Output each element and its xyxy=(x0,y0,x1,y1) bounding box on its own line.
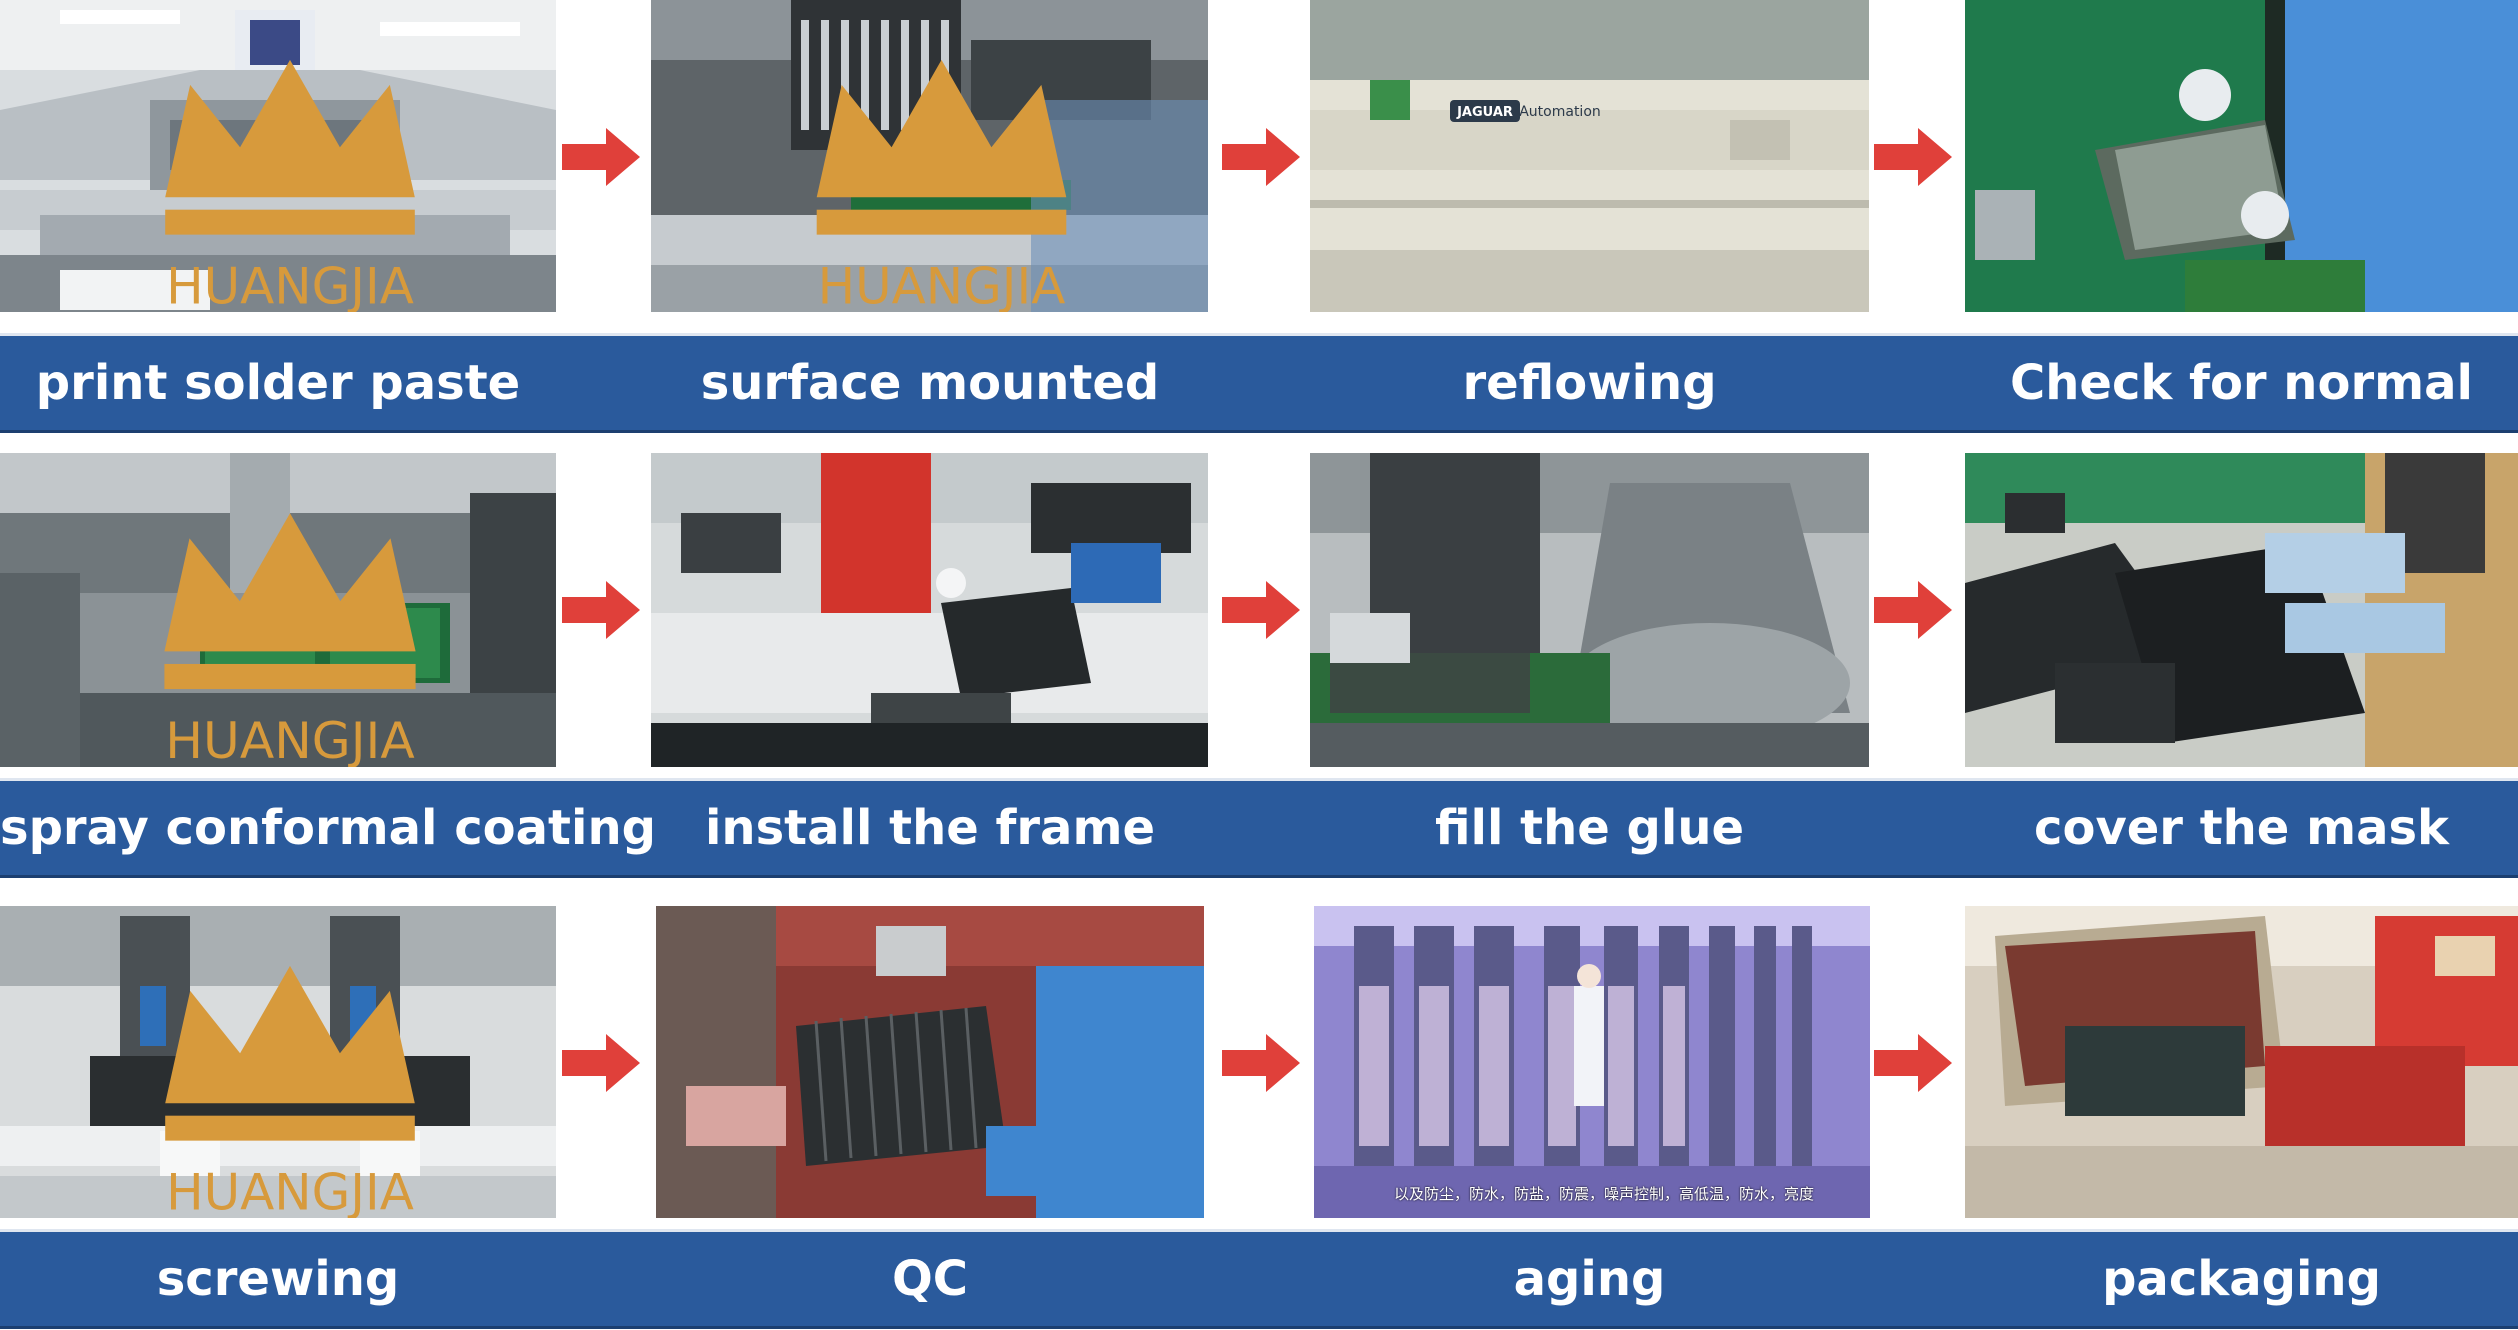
step-label: cover the mask xyxy=(2034,800,2449,856)
solder-printer-photo: HUANGJIA xyxy=(0,0,556,312)
arrow-right-icon xyxy=(1222,581,1300,639)
smt-machine-photo: HUANGJIA xyxy=(651,0,1208,312)
module-check-photo xyxy=(1965,0,2518,312)
arrow-right-icon xyxy=(1222,128,1300,186)
step-label: print solder paste xyxy=(35,355,521,411)
step-label: spray conformal coating xyxy=(0,800,656,856)
svg-text:HUANGJIA: HUANGJIA xyxy=(166,1163,414,1218)
crown-logo-icon: HUANGJIA xyxy=(164,513,416,767)
step-label: reflowing xyxy=(1462,355,1717,411)
arrow-right-icon xyxy=(562,1034,640,1092)
step-label-band: screwing QC aging packaging xyxy=(0,1229,2518,1329)
arrow-right-icon xyxy=(1222,1034,1300,1092)
step-label-band: spray conformal coating install the fram… xyxy=(0,778,2518,878)
svg-text:HUANGJIA: HUANGJIA xyxy=(166,257,414,312)
svg-text:HUANGJIA: HUANGJIA xyxy=(818,257,1066,312)
arrow-right-icon xyxy=(1874,581,1952,639)
shrink-wrap-photo xyxy=(1965,906,2518,1218)
step-label: surface mounted xyxy=(700,355,1160,411)
arrow-right-icon xyxy=(562,581,640,639)
step-label: Check for normal xyxy=(2010,355,2473,411)
svg-text:Automation: Automation xyxy=(1519,104,1601,120)
step-label: install the frame xyxy=(704,800,1156,856)
qc-inspection-photo xyxy=(656,906,1204,1218)
glue-dispenser-photo xyxy=(1310,453,1869,767)
step-label: packaging xyxy=(2102,1251,2381,1307)
svg-text:HUANGJIA: HUANGJIA xyxy=(165,711,414,767)
step-label: fill the glue xyxy=(1434,800,1745,856)
reflow-oven-photo: JAGUAR Automation xyxy=(1310,0,1869,312)
mask-cover-photo xyxy=(1965,453,2518,767)
step-label: aging xyxy=(1513,1251,1666,1307)
video-subtitle: 以及防尘，防水，防盐，防震，噪声控制，高低温，防水，亮度 xyxy=(1394,1185,1815,1203)
frame-install-photo xyxy=(651,453,1208,767)
crown-logo-icon: HUANGJIA xyxy=(816,59,1067,312)
arrow-right-icon xyxy=(1874,128,1952,186)
step-label: screwing xyxy=(156,1251,400,1307)
arrow-right-icon xyxy=(562,128,640,186)
crown-logo-icon: HUANGJIA xyxy=(165,965,415,1218)
step-label: QC xyxy=(891,1251,969,1307)
svg-text:JAGUAR: JAGUAR xyxy=(1456,105,1513,120)
aging-rack-photo: 以及防尘，防水，防盐，防震，噪声控制，高低温，防水，亮度 xyxy=(1314,906,1870,1218)
coating-machine-photo: HUANGJIA xyxy=(0,453,556,767)
crown-logo-icon: HUANGJIA xyxy=(165,59,415,312)
arrow-right-icon xyxy=(1874,1034,1952,1092)
screwing-machine-photo: HUANGJIA xyxy=(0,906,556,1218)
step-label-band: print solder paste surface mounted reflo… xyxy=(0,333,2518,433)
